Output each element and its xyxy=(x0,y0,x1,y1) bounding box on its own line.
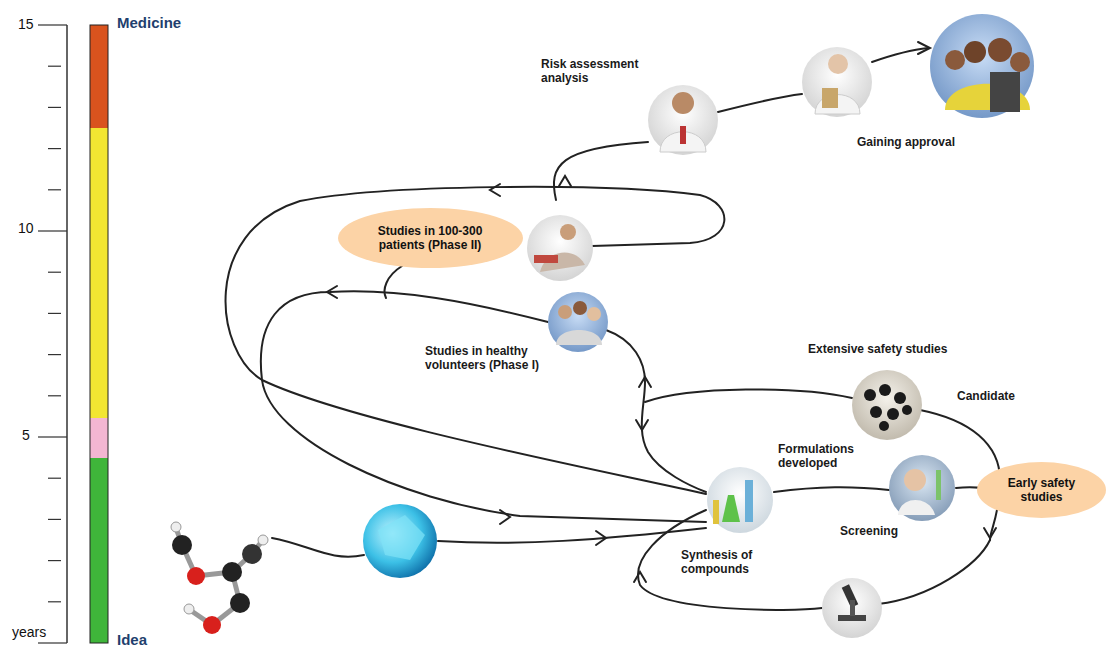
step-label: Synthesis of compounds xyxy=(681,548,766,577)
patient-photo xyxy=(527,215,593,281)
pills-photo xyxy=(852,370,922,440)
flask-photo xyxy=(707,467,773,533)
microscope-photo xyxy=(822,578,882,638)
step-label: Studies in healthy volunteers (Phase I) xyxy=(425,344,575,373)
doctor-photo xyxy=(648,85,718,155)
axis-unit: years xyxy=(12,624,46,641)
step-label: Risk assessment analysis xyxy=(541,57,661,86)
flow-lines xyxy=(226,42,1000,610)
blue-crystal-photo xyxy=(363,504,437,578)
doctor-clipboard-photo xyxy=(802,47,872,117)
step-label: Gaining approval xyxy=(857,135,955,149)
node-text: Studies in 100-300 patients (Phase II) xyxy=(368,224,493,253)
timeline-start-label: Idea xyxy=(117,631,147,649)
molecule-icon xyxy=(171,522,268,634)
step-label: Extensive safety studies xyxy=(808,342,947,356)
safety-ellipse: Early safety studies xyxy=(977,462,1106,518)
axis-tick-label: 15 xyxy=(18,16,34,33)
node-text: Early safety studies xyxy=(999,476,1084,505)
volunteers-photo xyxy=(548,292,608,352)
phase-ellipse: Studies in 100-300 patients (Phase II) xyxy=(338,208,523,268)
step-label: Screening xyxy=(840,524,898,538)
timeline xyxy=(38,25,108,643)
family-photo xyxy=(930,14,1034,118)
axis-tick-label: 10 xyxy=(18,220,34,237)
timeline-end-label: Medicine xyxy=(117,14,181,32)
step-label: Candidate xyxy=(957,389,1015,403)
step-label: Formulations developed xyxy=(778,442,868,471)
scientist-photo xyxy=(889,455,955,521)
axis-tick-label: 5 xyxy=(22,427,30,444)
